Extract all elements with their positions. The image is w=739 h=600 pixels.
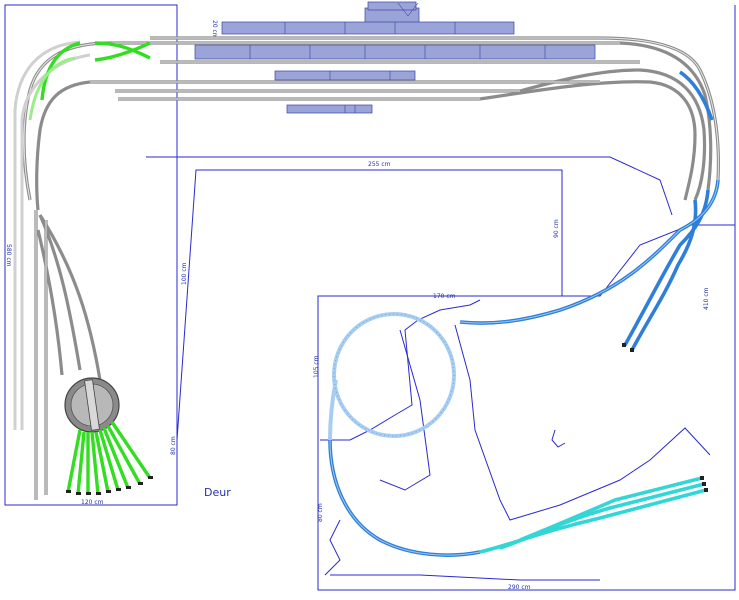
room-detail-2 [379, 329, 431, 491]
station-building-top [367, 1, 417, 11]
turntable [64, 377, 120, 433]
helix-ties [333, 313, 455, 437]
station-building-main [364, 7, 420, 25]
dim-255-label: 255 cm [368, 161, 391, 168]
green-tracks [40, 41, 151, 101]
wall-255 [146, 156, 673, 216]
hidden-track-left [13, 40, 91, 430]
lightgreen-tracks [28, 56, 76, 121]
cyan-yard [479, 476, 707, 554]
green-crossover-1 [94, 41, 151, 60]
green-crossover-2 [94, 41, 151, 62]
blue-descent-3 [630, 199, 698, 351]
dim-90-label: 90 cm [553, 219, 560, 238]
station-buildings [194, 1, 596, 114]
helix-ellipse [332, 312, 456, 438]
turntable-approach-2 [38, 214, 102, 381]
dim-80-label: 80 cm [170, 436, 177, 455]
turntable-approach-3 [36, 229, 64, 376]
dim-20-label: 20 cm [211, 20, 218, 39]
left-room-outline [4, 4, 178, 506]
blue-track-ends [622, 343, 634, 352]
helix-exit [328, 379, 338, 441]
room-detail-5 [330, 574, 600, 581]
cyan-track-3 [519, 476, 703, 542]
blue-track-highlights [329, 179, 719, 556]
blue-curve-bottom [328, 439, 481, 557]
loop-right-2 [619, 41, 713, 191]
room-detail-3 [454, 324, 711, 521]
helix-loop [328, 312, 456, 441]
dim-120-label: 120 cm [81, 499, 104, 506]
blue-short [678, 70, 714, 121]
dim-410-label: 410 cm [703, 287, 710, 310]
blue-descent-2 [623, 189, 710, 346]
roundhouse-stalls [66, 421, 152, 495]
platform-4 [286, 104, 373, 114]
platform-1 [221, 21, 515, 35]
platform-3 [274, 70, 416, 81]
dim-580-label: 580 cm [5, 244, 12, 267]
room-detail-1 [320, 299, 481, 441]
dim-80b-label: 80 cm [317, 503, 324, 522]
loop-right-3 [519, 68, 707, 201]
left-curve-inner [35, 80, 91, 211]
loop-right-4 [479, 80, 697, 201]
room-detail-6 [551, 429, 566, 448]
dim-100-label: 100 cm [181, 262, 188, 285]
green-curve-left [40, 41, 81, 101]
platform-2 [194, 44, 596, 60]
dim-170-label: 170 cm [433, 293, 456, 300]
room-detail-4 [324, 519, 341, 576]
dimension-labels: 120 cm 255 cm 290 cm 20 cm 410 cm 90 cm … [5, 20, 710, 591]
door-label: Deur [204, 486, 231, 499]
grey-track-highlights [23, 37, 719, 500]
blue-descent-1 [459, 179, 720, 325]
turntable-bridge [84, 379, 100, 431]
cyan-yard-ends [700, 476, 708, 492]
right-room-outline [562, 224, 735, 297]
dim-290-label: 290 cm [508, 584, 531, 591]
roundhouse-stall-ends [66, 476, 153, 495]
room-walls [4, 4, 736, 591]
dim-105-label: 105 cm [313, 355, 320, 378]
